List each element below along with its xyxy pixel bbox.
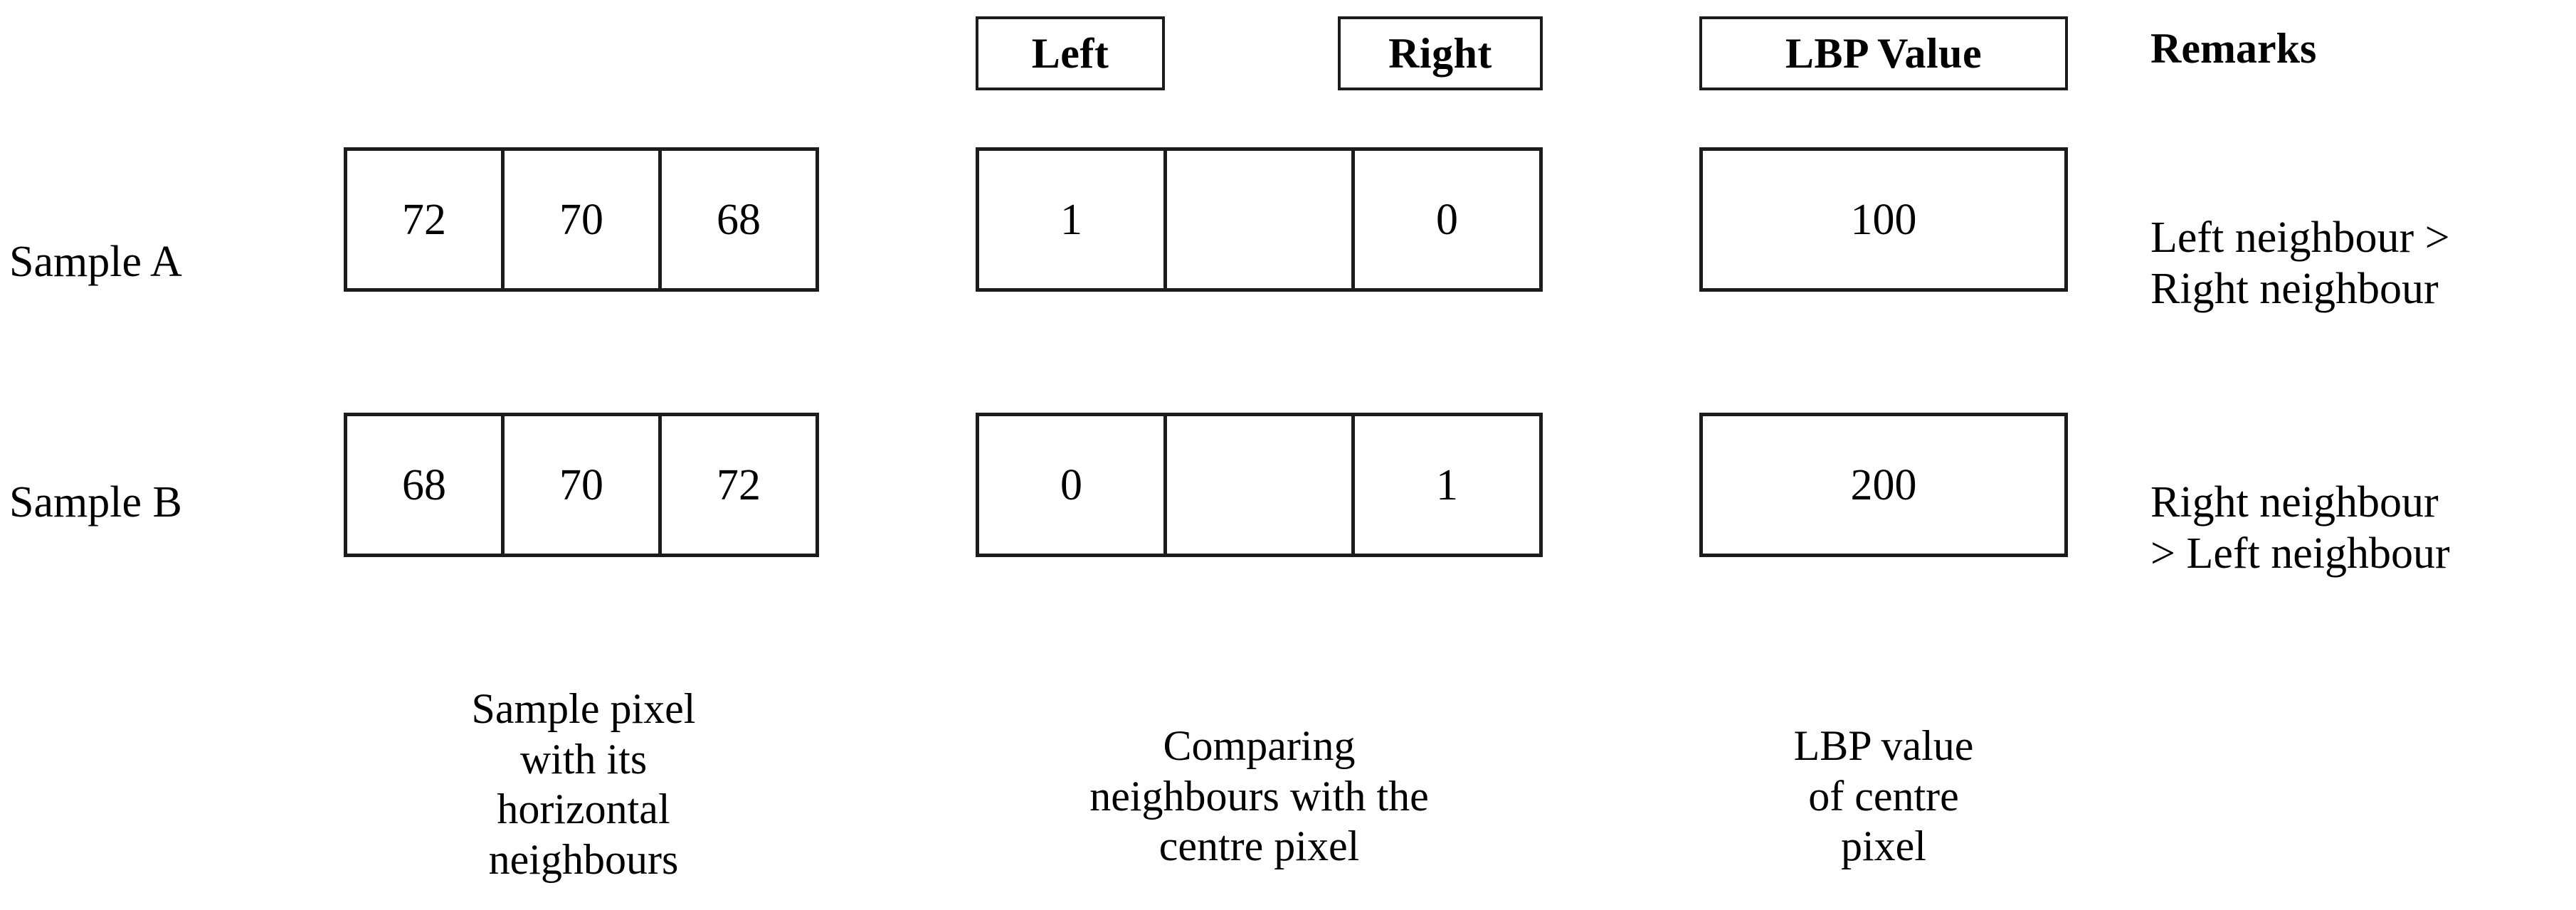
lbp-value-box-sample-a: 100 (1699, 147, 2068, 292)
comparison-cell-value: 1 (1060, 195, 1082, 244)
comparison-cell-left: 1 (979, 151, 1167, 288)
comparison-cell-value: 1 (1436, 460, 1458, 509)
comparison-cell-right: 0 (1355, 151, 1539, 288)
header-lbp-value-box: LBP Value (1699, 16, 2068, 90)
pixel-cell-value: 70 (559, 195, 603, 244)
pixel-cell-value: 68 (717, 195, 761, 244)
pixel-cell-value: 72 (717, 460, 761, 509)
comparison-strip-sample-a: 1 0 (976, 147, 1543, 292)
header-right-box: Right (1338, 16, 1543, 90)
remarks-sample-a: Left neighbour > Right neighbour (2150, 162, 2576, 314)
pixel-cell-value: 72 (402, 195, 446, 244)
caption-comparison-text: Comparing neighbours with the centre pix… (1089, 721, 1429, 870)
pixel-cell-value: 68 (402, 460, 446, 509)
remarks-text: Left neighbour > Right neighbour (2150, 213, 2450, 313)
lbp-value-text: 100 (1850, 195, 1917, 244)
pixel-cell: 68 (662, 151, 815, 288)
caption-lbp-value: LBP value of centre pixel (1699, 670, 2068, 872)
lbp-value-box-sample-b: 200 (1699, 413, 2068, 557)
row-label-sample-b: Sample B (9, 480, 182, 524)
remarks-text: Right neighbour > Left neighbour (2150, 478, 2450, 578)
pixel-cell: 68 (347, 416, 505, 554)
comparison-cell-right: 1 (1355, 416, 1539, 554)
caption-comparison: Comparing neighbours with the centre pix… (976, 670, 1543, 872)
caption-pixel-strip-text: Sample pixel with its horizontal neighbo… (471, 684, 696, 884)
comparison-cell-value: 0 (1060, 460, 1082, 509)
caption-lbp-value-text: LBP value of centre pixel (1793, 721, 1974, 870)
caption-pixel-strip: Sample pixel with its horizontal neighbo… (356, 633, 811, 885)
pixel-cell: 72 (347, 151, 505, 288)
header-remarks-text: Remarks (2150, 25, 2317, 72)
row-label-sample-a-text: Sample A (9, 238, 182, 286)
pixel-strip-sample-b: 68 70 72 (344, 413, 819, 557)
header-left-label: Left (1031, 30, 1109, 77)
comparison-cell-centre (1167, 416, 1355, 554)
comparison-cell-centre (1167, 151, 1355, 288)
comparison-cell-left: 0 (979, 416, 1167, 554)
pixel-cell-value: 70 (559, 460, 603, 509)
header-right-label: Right (1388, 30, 1492, 77)
pixel-cell: 70 (505, 416, 662, 554)
row-label-sample-b-text: Sample B (9, 478, 182, 527)
lbp-value-text: 200 (1850, 460, 1917, 509)
comparison-strip-sample-b: 0 1 (976, 413, 1543, 557)
header-left-box: Left (976, 16, 1165, 90)
pixel-cell: 72 (662, 416, 815, 554)
header-remarks-label: Remarks (2150, 27, 2316, 70)
remarks-sample-b: Right neighbour > Left neighbour (2150, 427, 2576, 579)
comparison-cell-value: 0 (1436, 195, 1458, 244)
pixel-strip-sample-a: 72 70 68 (344, 147, 819, 292)
row-label-sample-a: Sample A (9, 240, 182, 284)
header-lbp-value-label: LBP Value (1785, 30, 1983, 77)
pixel-cell: 70 (505, 151, 662, 288)
